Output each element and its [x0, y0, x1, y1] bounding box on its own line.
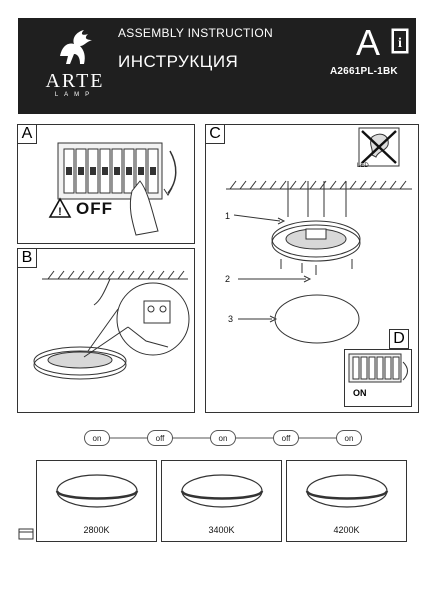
- panel-c: C LED: [205, 124, 419, 413]
- panel-d-label: D: [389, 329, 409, 349]
- wiring-illustration: [33, 270, 190, 380]
- title-english: ASSEMBLY INSTRUCTION: [118, 26, 273, 40]
- temp-label: 2800K: [83, 525, 110, 535]
- title-russian: ИНСТРУКЦИЯ: [118, 52, 239, 71]
- brand-subtitle: LAMP: [54, 92, 96, 98]
- no-led-bulb-icon: [358, 127, 400, 167]
- panel-a-label: A: [17, 124, 37, 144]
- temp-label: 4200K: [333, 525, 360, 535]
- callout-3: 3: [228, 314, 234, 324]
- book-info-icon: i: [391, 28, 409, 54]
- sequence-step: on: [84, 430, 110, 446]
- header-bar: ARTE LAMP ASSEMBLY INSTRUCTION ИНСТРУКЦИ…: [18, 18, 416, 114]
- panel-b-label: B: [17, 248, 37, 268]
- sequence-step: off: [273, 430, 299, 446]
- off-text: OFF: [76, 199, 113, 218]
- temp-option-3400: 3400K: [161, 460, 282, 542]
- sequence-step: off: [147, 430, 173, 446]
- breaker-on-illustration: [348, 353, 408, 383]
- mounting-illustration: [226, 180, 412, 344]
- temp-option-2800: 2800K: [36, 460, 157, 542]
- on-text: ON: [353, 388, 367, 398]
- sequence-step: on: [336, 430, 362, 446]
- breaker-panel-illustration: [57, 142, 177, 236]
- svg-text:i: i: [398, 36, 402, 51]
- svg-text:!: !: [58, 206, 62, 218]
- temp-option-4200: 4200K: [286, 460, 407, 542]
- panel-d: ON: [344, 349, 412, 407]
- panel-c-label: C: [205, 124, 225, 144]
- page-icon: [18, 528, 34, 540]
- temp-label: 3400K: [208, 525, 235, 535]
- led-text: LED: [357, 163, 369, 169]
- model-number: A2661PL-1BK: [330, 66, 398, 77]
- lamp-neutral-icon: [180, 474, 264, 508]
- brand-logo: ARTE LAMP: [40, 26, 110, 104]
- lamp-warm-icon: [55, 474, 139, 508]
- panel-b: B: [17, 248, 195, 413]
- griffin-logo-icon: [60, 30, 92, 64]
- lamp-cool-icon: [305, 474, 389, 508]
- sequence-step: on: [210, 430, 236, 446]
- brand-name: ARTE: [45, 70, 105, 92]
- warning-triangle-icon: !: [48, 197, 72, 218]
- section-letter: A: [356, 22, 381, 63]
- panel-a: A ! OFF: [17, 124, 195, 244]
- callout-2: 2: [225, 274, 231, 284]
- callout-1: 1: [225, 211, 231, 221]
